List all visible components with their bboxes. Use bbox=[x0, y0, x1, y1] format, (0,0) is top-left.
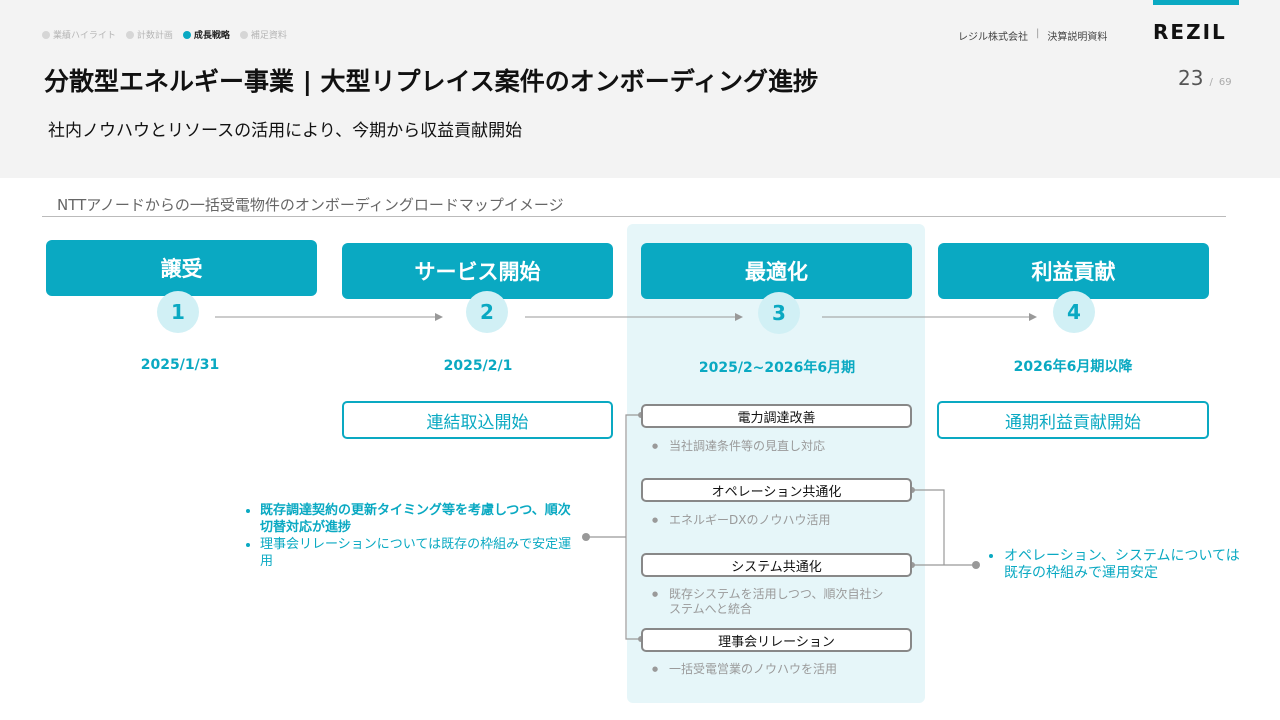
document-name: 決算説明資料 bbox=[1047, 32, 1108, 43]
outcome-consolidation: 連結取込開始 bbox=[342, 401, 613, 439]
right-bracket bbox=[912, 489, 976, 566]
page-number: 23/69 bbox=[1178, 66, 1232, 90]
right-node bbox=[972, 561, 980, 569]
rezil-logo: REZIL bbox=[1153, 20, 1227, 44]
nav-item-growth[interactable]: 成長戦略 bbox=[182, 28, 230, 41]
note-system-unification: 既存システムを活用しつつ、順次自社システムへと統合 bbox=[652, 587, 895, 617]
date-4: 2026年6月期以降 bbox=[1013, 359, 1133, 375]
phase-1-transfer: 譲受 bbox=[46, 240, 317, 296]
dot-icon bbox=[182, 30, 191, 39]
page-subtitle: 社内ノウハウとリソースの活用により、今期から収益貢献開始 bbox=[48, 121, 523, 141]
step-number-2: 2 bbox=[466, 291, 508, 333]
note-operation-unification: エネルギーDXのノウハウ活用 bbox=[652, 513, 915, 528]
brand-bar bbox=[1153, 0, 1239, 5]
step-number-1: 1 bbox=[157, 291, 199, 333]
company-info: レジル株式会社 | 決算説明資料 bbox=[958, 28, 1107, 43]
note-power-procurement: 当社調達条件等の見直し対応 bbox=[652, 439, 915, 454]
phase-2-service-start: サービス開始 bbox=[342, 243, 613, 299]
date-2: 2025/2/1 bbox=[443, 358, 513, 374]
section-nav: 業績ハイライト 計数計画 成長戦略 補足資料 bbox=[42, 28, 287, 41]
left-bracket bbox=[586, 414, 641, 640]
left-node bbox=[582, 533, 590, 541]
left-note-2: 理事会リレーションについては既存の枠組みで安定運用 bbox=[260, 536, 582, 570]
note-board-relations: 一括受電営業のノウハウを活用 bbox=[652, 662, 915, 677]
dot-icon bbox=[239, 30, 248, 39]
page-separator: / bbox=[1209, 77, 1213, 88]
step-number-3: 3 bbox=[758, 292, 800, 334]
page-total: 69 bbox=[1218, 77, 1232, 88]
right-notes: オペレーション、システムについては既存の枠組みで運用安定 bbox=[986, 548, 1246, 582]
date-1: 2025/1/31 bbox=[140, 357, 220, 373]
phase-4-profit: 利益貢献 bbox=[938, 243, 1209, 299]
phase-3-optimization: 最適化 bbox=[641, 243, 912, 299]
nav-item-appendix[interactable]: 補足資料 bbox=[239, 28, 287, 41]
item-power-procurement: 電力調達改善 bbox=[641, 404, 912, 428]
section-divider bbox=[42, 216, 1226, 217]
page-title: 分散型エネルギー事業 | 大型リプレイス案件のオンボーディング進捗 bbox=[44, 67, 819, 96]
outcome-full-year-profit: 通期利益貢献開始 bbox=[937, 401, 1209, 439]
item-system-unification: システム共通化 bbox=[641, 553, 912, 577]
header-band bbox=[0, 0, 1280, 178]
left-note-1: 既存調達契約の更新タイミング等を考慮しつつ、順次切替対応が進捗 bbox=[260, 502, 582, 536]
step-number-4: 4 bbox=[1053, 291, 1095, 333]
separator: | bbox=[1036, 28, 1040, 39]
dot-icon bbox=[125, 30, 134, 39]
left-notes: 既存調達契約の更新タイミング等を考慮しつつ、順次切替対応が進捗 理事会リレーショ… bbox=[242, 502, 582, 570]
nav-item-highlights[interactable]: 業績ハイライト bbox=[42, 28, 116, 41]
dot-icon bbox=[42, 30, 50, 39]
date-3: 2025/2~2026年6月期 bbox=[698, 360, 856, 376]
item-board-relations: 理事会リレーション bbox=[641, 628, 912, 652]
section-title: NTTアノードからの一括受電物件のオンボーディングロードマップイメージ bbox=[57, 196, 564, 214]
right-note: オペレーション、システムについては既存の枠組みで運用安定 bbox=[1004, 548, 1246, 582]
company-name: レジル株式会社 bbox=[958, 32, 1028, 43]
item-operation-unification: オペレーション共通化 bbox=[641, 478, 912, 502]
nav-item-plan[interactable]: 計数計画 bbox=[125, 28, 173, 41]
